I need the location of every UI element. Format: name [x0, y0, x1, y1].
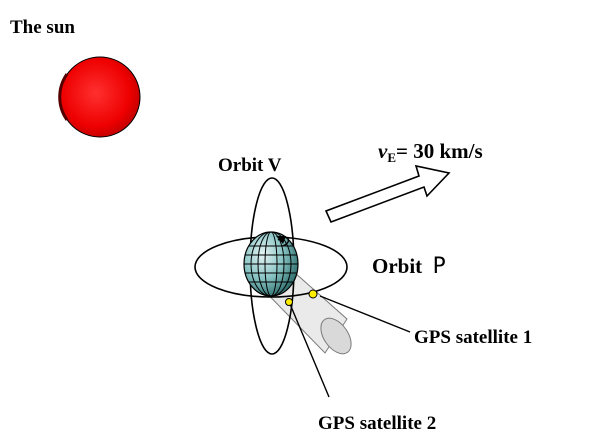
sun-label: The sun [10, 17, 75, 38]
gps1-pointer [319, 295, 411, 333]
velocity-subscript: E [387, 150, 396, 165]
gps-satellite-2-label: GPS satellite 2 [318, 413, 437, 434]
velocity-value: = 30 km/s [396, 139, 483, 163]
sun [58, 56, 141, 138]
gps-satellite-2 [285, 298, 293, 306]
gps2-pointer [289, 303, 330, 398]
orbit-p-letter: P [432, 254, 446, 279]
orbit-p-label: Orbit P [372, 256, 446, 278]
velocity-arrow [324, 164, 451, 224]
orbit-p-word: Orbit [372, 254, 423, 278]
earth-globe [243, 231, 299, 297]
gps-satellite-1-label: GPS satellite 1 [414, 327, 533, 348]
velocity-label: vE= 30 km/s [378, 139, 483, 165]
gps-satellite-1 [308, 289, 318, 299]
orbit-v-label: Orbit V [218, 155, 282, 176]
velocity-symbol: v [378, 139, 388, 163]
